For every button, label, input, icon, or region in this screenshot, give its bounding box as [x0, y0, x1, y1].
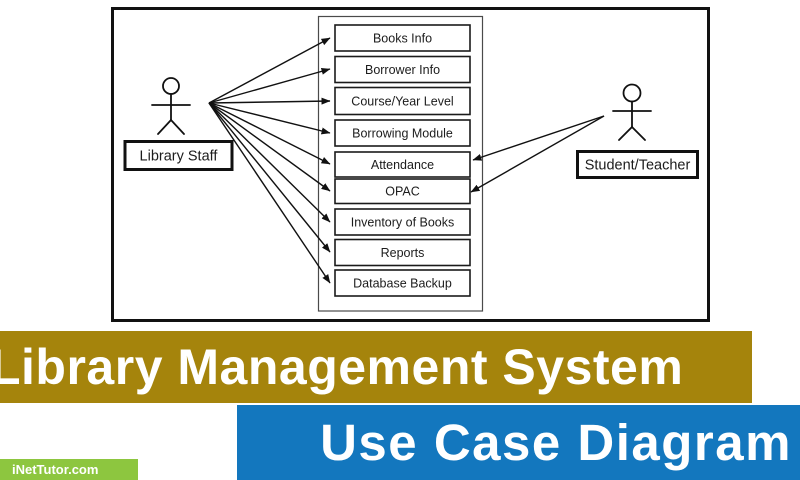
use-case-borrowing-module: Borrowing Module: [334, 119, 471, 147]
arrow-opac: [470, 115, 605, 193]
actor-label-box: [576, 150, 699, 179]
arrow-course-year-level: [208, 97, 331, 105]
use-case-label: Course/Year Level: [351, 95, 453, 109]
actor-label-box: [123, 140, 234, 171]
actor-label: Library Staff: [140, 149, 219, 165]
arrow-database-backup: [208, 102, 331, 284]
arrow-reports: [208, 102, 331, 253]
banner-title-text: Library Management System: [0, 339, 684, 395]
arrow-books-info: [208, 37, 331, 104]
use-case-label: Books Info: [373, 32, 432, 46]
use-case-attendance: Attendance: [334, 151, 471, 178]
use-case-label: Borrowing Module: [352, 127, 453, 141]
use-case-label: Reports: [381, 246, 425, 260]
actor-leg-right: [170, 119, 185, 135]
arrow-attendance: [472, 115, 605, 161]
arrow-attendance: [208, 102, 331, 165]
use-case-books-info: Books Info: [334, 24, 471, 52]
use-case-inventory-of-books: Inventory of Books: [334, 208, 471, 236]
arrow-inventory-of-books: [208, 102, 331, 223]
actor-student-teacher: Student/Teacher: [576, 83, 699, 179]
use-case-reports: Reports: [334, 238, 471, 267]
arrow-borrower-info: [208, 67, 331, 104]
arrows-library-staff: [208, 37, 331, 284]
use-case-database-backup: Database Backup: [334, 269, 471, 297]
actor-library-staff: Library Staff: [123, 77, 234, 171]
use-case-label: Inventory of Books: [351, 216, 455, 230]
use-case-opac: OPAC: [334, 178, 471, 205]
banner-title: Library Management System: [0, 331, 752, 403]
actor-label: Student/Teacher: [585, 158, 691, 174]
use-case-label: Database Backup: [353, 277, 452, 291]
use-case-course-year-level: Course/Year Level: [334, 86, 471, 116]
watermark-text: iNetTutor.com: [12, 462, 99, 477]
arrows-student-teacher: [470, 115, 605, 193]
use-case-label: Attendance: [371, 158, 434, 172]
watermark-badge: iNetTutor.com: [0, 459, 138, 480]
arrow-opac: [208, 102, 331, 192]
use-case-label: OPAC: [385, 185, 420, 199]
arrow-borrowing-module: [208, 102, 331, 135]
actor-leg-right: [631, 126, 646, 141]
banner-subtitle-text: Use Case Diagram: [320, 414, 792, 471]
actor-leg-left: [157, 119, 172, 135]
use-case-label: Borrower Info: [365, 63, 440, 77]
use-case-borrower-info: Borrower Info: [334, 55, 471, 84]
actor-leg-left: [618, 126, 633, 141]
banner-subtitle: Use Case Diagram: [237, 405, 800, 480]
use-case-diagram: Library Staff Student/Teacher Books Info…: [111, 7, 710, 322]
